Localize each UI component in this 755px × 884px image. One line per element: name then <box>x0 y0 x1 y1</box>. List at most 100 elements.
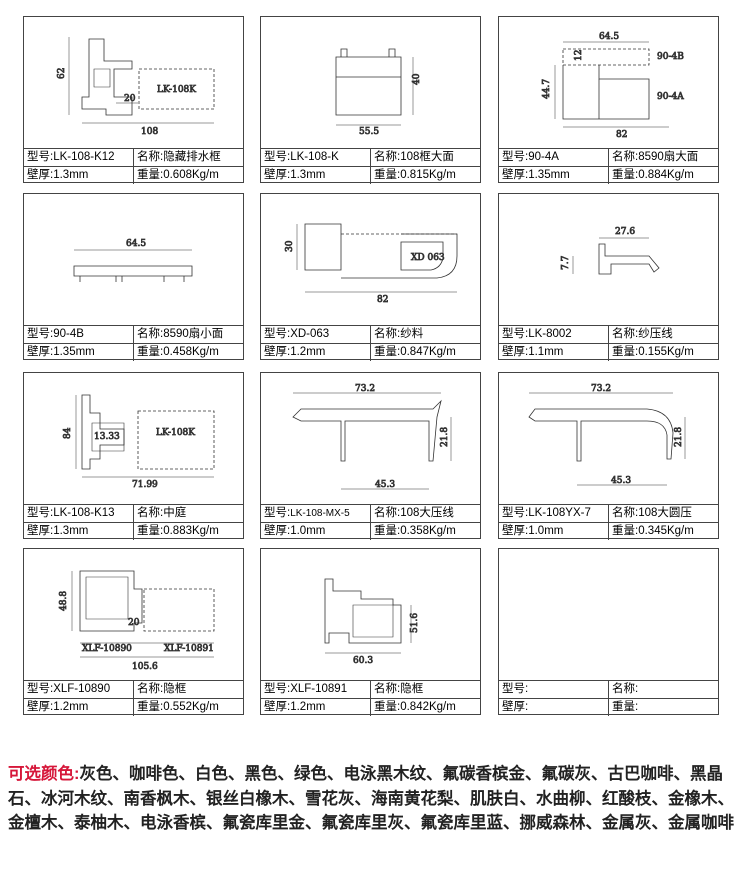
wall-label: 壁厚 <box>27 346 50 358</box>
weight-label: 重量 <box>137 169 160 181</box>
dim-height: 48.8 <box>59 591 69 611</box>
wall-value: 1.3mm <box>53 169 89 181</box>
weight-label: 重量 <box>374 346 397 358</box>
wall-label: 壁厚 <box>264 346 287 358</box>
tag-b: 90-4A <box>657 92 684 102</box>
model-label: 型号 <box>502 507 525 519</box>
dim-inner: 13.33 <box>94 432 120 442</box>
profile-tag: LK-108K <box>157 85 196 95</box>
dim-width: 55.5 <box>359 127 379 137</box>
weight-value: 0.815Kg/m <box>400 169 456 181</box>
profile-drawing: 84 13.33 71.99 LK-108K <box>24 373 243 504</box>
name-value: 隐框 <box>400 683 424 695</box>
wall-value: 1.3mm <box>53 525 89 537</box>
name-value: 108大圆压 <box>638 507 692 519</box>
dim-width: 73.2 <box>355 384 375 394</box>
wall-label: 壁厚 <box>502 169 525 181</box>
dim-height: 44.7 <box>542 79 552 99</box>
name-label: 名称 <box>374 507 397 519</box>
model-value: XLF-10890 <box>53 683 111 695</box>
model-label: 型号 <box>264 151 287 163</box>
wall-value: 1.3mm <box>290 169 326 181</box>
weight-value: 0.155Kg/m <box>638 346 694 358</box>
wall-value: 1.0mm <box>290 525 326 537</box>
name-label: 名称 <box>137 507 160 519</box>
wall-label: 壁厚 <box>502 525 525 537</box>
profile-drawing: 64.5 44.7 12 82 90-4B 90-4A <box>499 17 718 148</box>
wall-value: 1.2mm <box>53 701 89 713</box>
wall-label: 壁厚 <box>502 346 525 358</box>
model-label: 型号 <box>27 151 50 163</box>
weight-value: 0.847Kg/m <box>400 346 456 358</box>
model-label: 型号 <box>27 683 50 695</box>
profile-drawing-empty <box>499 549 718 680</box>
weight-label: 重量 <box>612 346 635 358</box>
weight-value: 0.883Kg/m <box>163 525 219 537</box>
dim-width: 60.3 <box>353 656 373 666</box>
name-value: 108大压线 <box>400 507 454 519</box>
name-label: 名称 <box>137 328 160 340</box>
weight-label: 重量 <box>137 701 160 713</box>
dim-height: 62 <box>57 68 67 79</box>
model-label: 型号 <box>27 328 50 340</box>
name-value: 隐藏排水框 <box>163 151 221 163</box>
dim-width: 82 <box>377 295 388 305</box>
wall-label: 壁厚 <box>27 525 50 537</box>
model-label: 型号 <box>502 683 525 695</box>
dim-height: 21.8 <box>440 427 450 447</box>
dim-height: 7.7 <box>561 255 571 270</box>
profile-drawing: 64.5 <box>24 194 243 325</box>
name-label: 名称 <box>374 328 397 340</box>
name-label: 名称 <box>612 683 635 695</box>
wall-label: 壁厚 <box>264 169 287 181</box>
wall-label: 壁厚 <box>264 701 287 713</box>
tag-a: XLF-10890 <box>82 644 132 654</box>
model-value: LK-8002 <box>528 328 572 340</box>
profile-tag: LK-108K <box>156 428 195 438</box>
name-label: 名称 <box>612 328 635 340</box>
model-value: XD-063 <box>290 328 330 340</box>
weight-value: 0.345Kg/m <box>638 525 694 537</box>
dim-width: 64.5 <box>126 239 146 249</box>
dim-height: 51.6 <box>410 613 420 633</box>
weight-value: 0.552Kg/m <box>163 701 219 713</box>
profile-drawing: 73.2 21.8 45.3 <box>499 373 718 504</box>
profile-drawing: 51.6 60.3 <box>261 549 480 680</box>
wall-value: 1.1mm <box>528 346 564 358</box>
weight-value: 0.608Kg/m <box>163 169 219 181</box>
model-label: 型号 <box>27 507 50 519</box>
wall-value: 1.2mm <box>290 346 326 358</box>
dim-width: 73.2 <box>591 384 611 394</box>
name-value: 108框大面 <box>400 151 454 163</box>
model-label: 型号 <box>264 683 287 695</box>
dim-width: 105.6 <box>132 662 158 672</box>
model-label: 型号 <box>502 328 525 340</box>
weight-value: 0.458Kg/m <box>163 346 219 358</box>
dim-bottom: 45.3 <box>611 476 631 486</box>
model-label: 型号 <box>502 151 525 163</box>
model-label: 型号 <box>264 507 287 519</box>
weight-label: 重量 <box>612 169 635 181</box>
model-value: 90-4A <box>528 151 559 163</box>
profile-tag: XD 063 <box>411 253 445 263</box>
profile-card-10: 48.8 105.6 20 XLF-10890 XLF-10891 型号:XLF… <box>23 548 244 716</box>
name-label: 名称 <box>374 151 397 163</box>
wall-label: 壁厚 <box>502 701 525 713</box>
wall-label: 壁厚 <box>27 701 50 713</box>
name-label: 名称 <box>137 683 160 695</box>
name-value: 中庭 <box>163 507 187 519</box>
model-value: LK-108-MX-5 <box>290 508 350 519</box>
weight-label: 重量 <box>612 701 635 713</box>
name-value: 纱压线 <box>638 328 673 340</box>
weight-value: 0.358Kg/m <box>400 525 456 537</box>
profile-drawing: 27.6 7.7 <box>499 194 718 325</box>
wall-value: 1.35mm <box>53 346 95 358</box>
dim-width: 27.6 <box>615 227 635 237</box>
dim-bottom: 45.3 <box>375 480 395 490</box>
name-value: 8590扇大面 <box>638 151 699 163</box>
dim-inner: 20 <box>124 94 136 104</box>
weight-value: 0.884Kg/m <box>638 169 694 181</box>
